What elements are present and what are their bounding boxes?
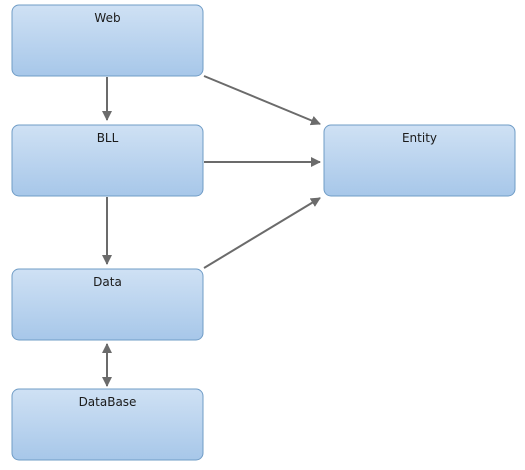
node-bll-box[interactable] bbox=[11, 124, 204, 197]
node-database-label: DataBase bbox=[79, 395, 137, 409]
node-web-label: Web bbox=[94, 11, 120, 25]
edge-data-to-entity bbox=[203, 197, 321, 269]
node-data-box[interactable] bbox=[11, 268, 204, 341]
node-database-box[interactable] bbox=[11, 388, 204, 461]
node-entity-box[interactable] bbox=[323, 124, 516, 197]
node-data[interactable]: Data bbox=[11, 268, 204, 341]
node-bll-label: BLL bbox=[97, 131, 119, 145]
node-entity-label: Entity bbox=[402, 131, 437, 145]
edges bbox=[102, 75, 321, 387]
node-web[interactable]: Web bbox=[11, 4, 204, 77]
node-data-label: Data bbox=[93, 275, 122, 289]
node-database[interactable]: DataBase bbox=[11, 388, 204, 461]
node-web-box[interactable] bbox=[11, 4, 204, 77]
node-entity[interactable]: Entity bbox=[323, 124, 516, 197]
node-bll[interactable]: BLL bbox=[11, 124, 204, 197]
edge-web-to-entity bbox=[203, 75, 321, 126]
